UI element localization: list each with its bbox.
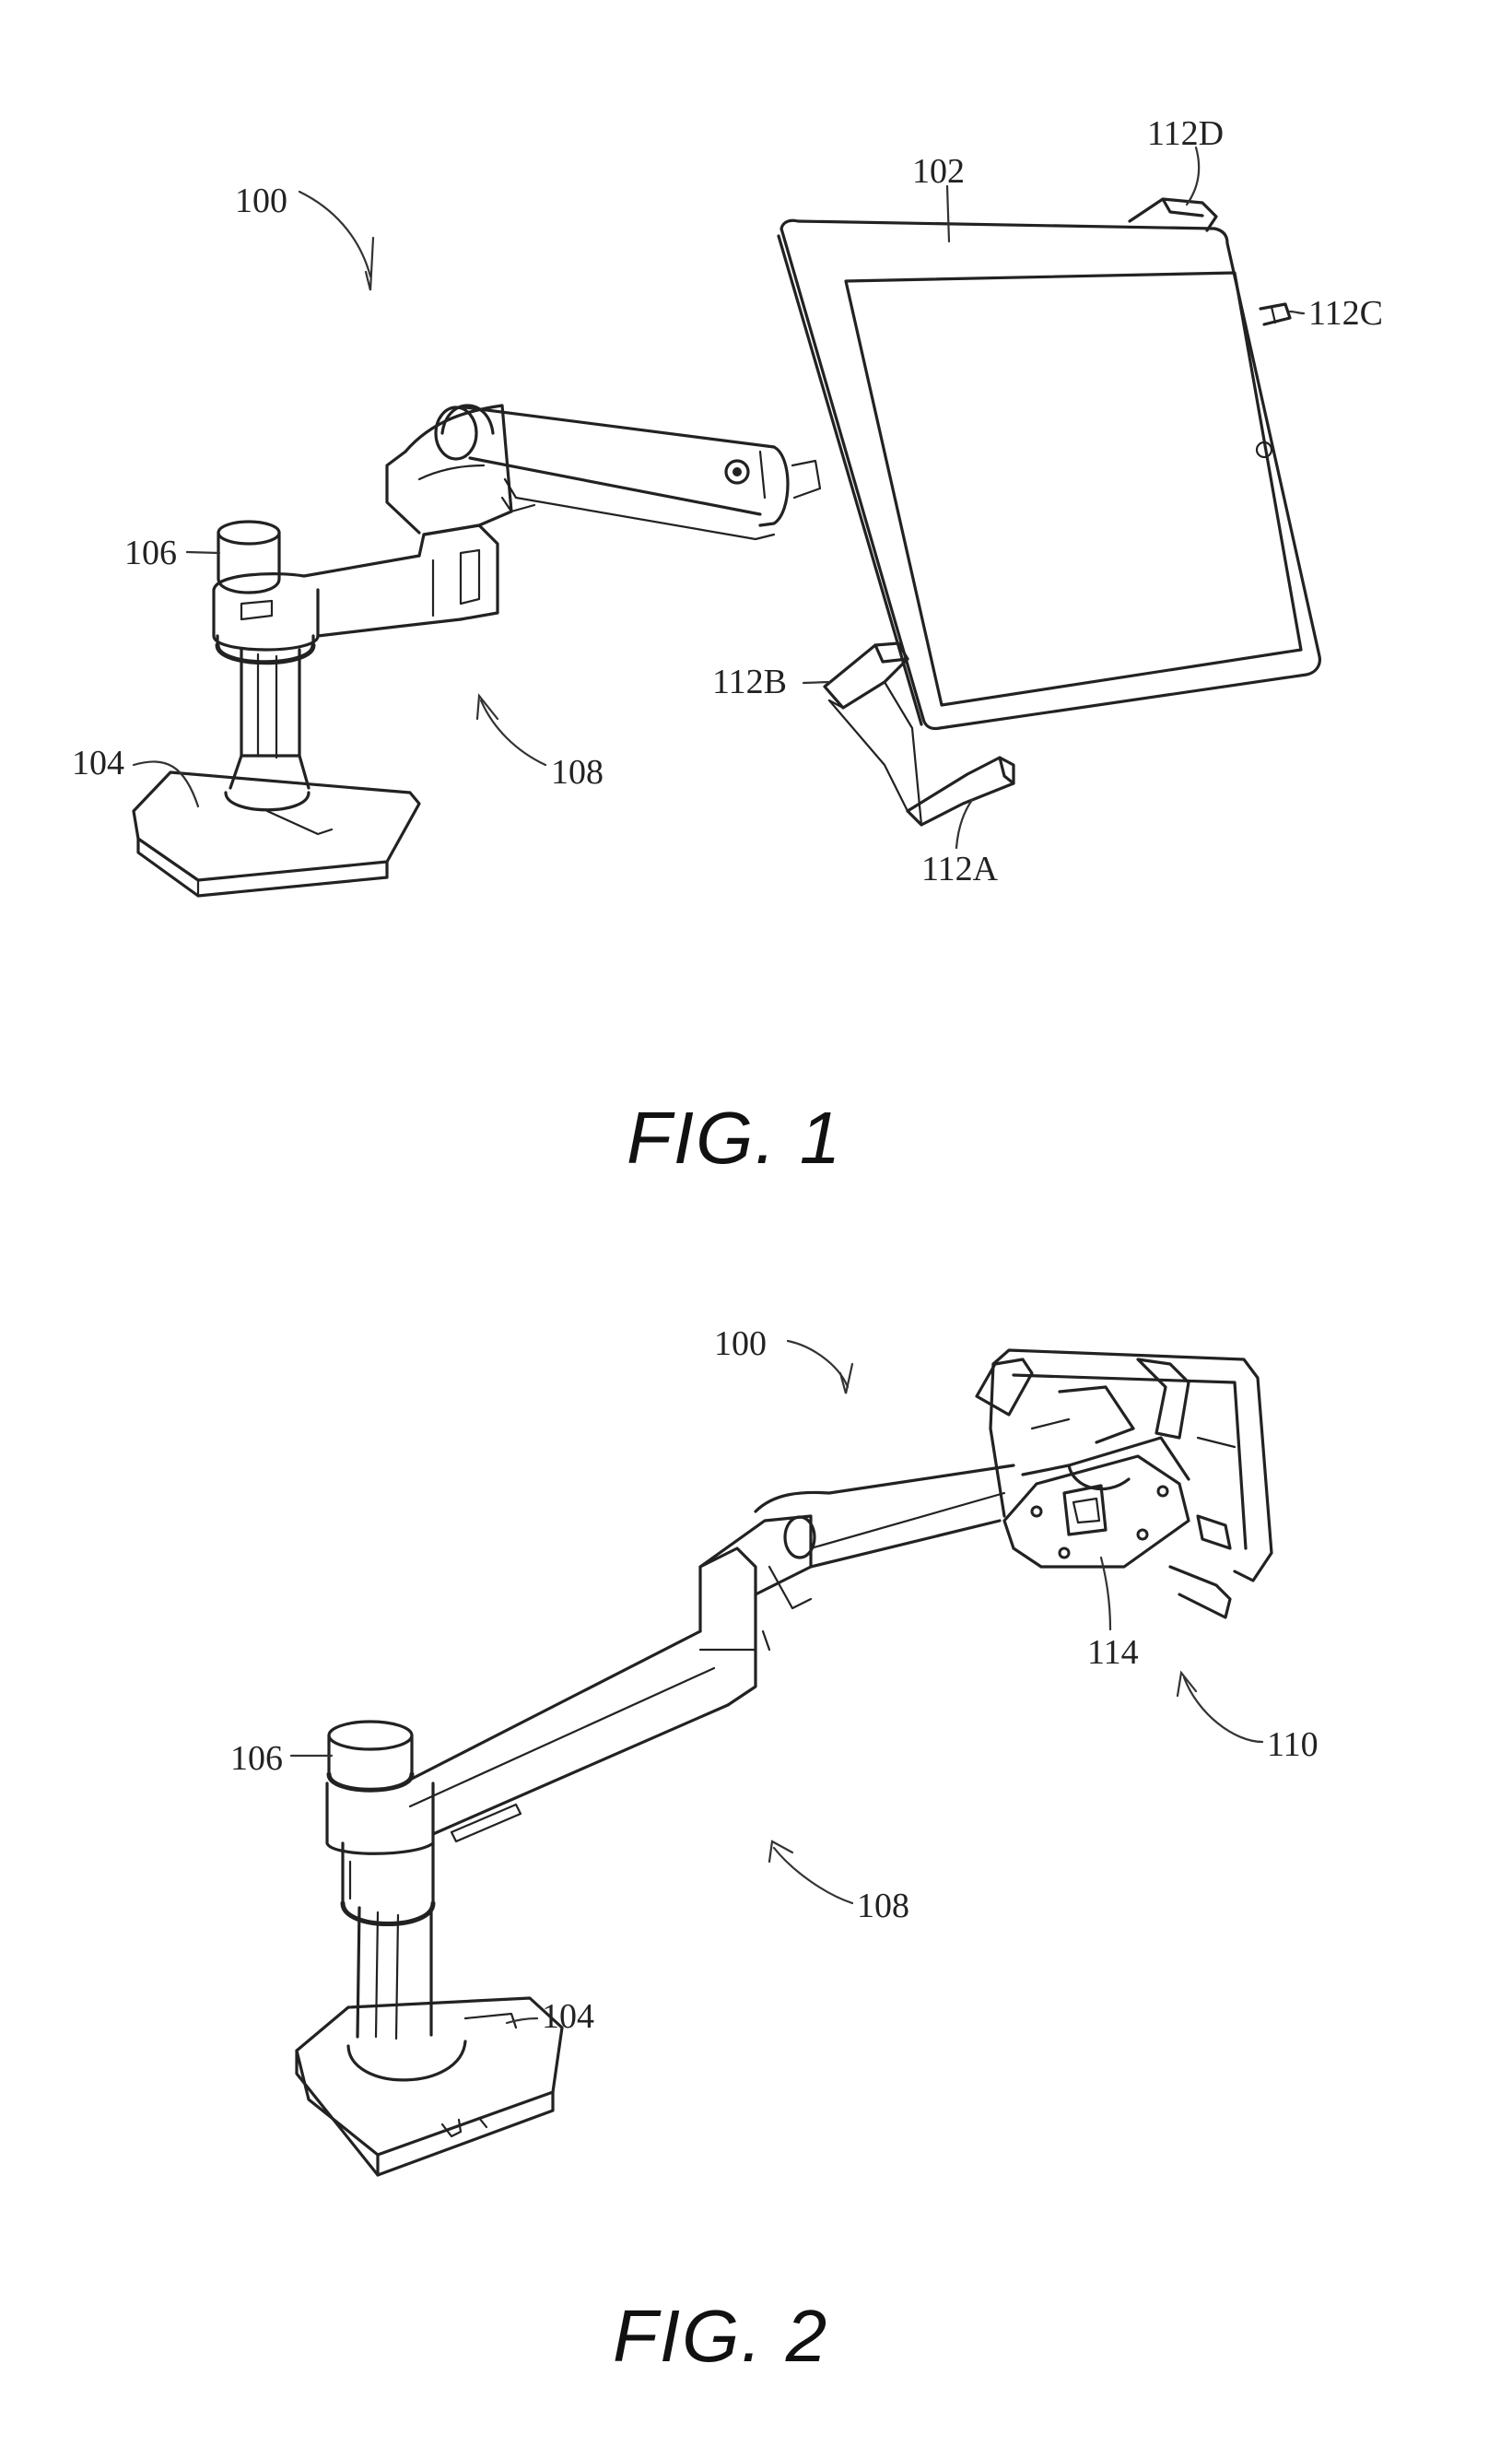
- fig1-label-106: 106: [124, 534, 177, 572]
- fig1-label-100: 100: [235, 182, 287, 220]
- fig1-clip-112C: [1260, 304, 1290, 324]
- fig2-post-cap: [327, 1722, 433, 1853]
- fig1-label-104: 104: [72, 744, 124, 782]
- fig2-mount-head: [1004, 1438, 1189, 1567]
- fig2-reference-labels: 100 114 110 106 108 104: [230, 1324, 1319, 2036]
- fig2-label-106: 106: [230, 1739, 283, 1778]
- fig2-post: [343, 1843, 433, 2039]
- fig1-post-cap: [218, 522, 279, 593]
- fig1-base-plate: [134, 772, 419, 896]
- fig1-label-112B: 112B: [712, 663, 787, 701]
- fig2-label-114: 114: [1087, 1633, 1139, 1672]
- fig2-label-110: 110: [1267, 1725, 1319, 1764]
- fig1-label-112D: 112D: [1147, 114, 1224, 153]
- figure-2: 100 114 110 106 108 104 FIG. 2: [230, 1324, 1319, 2377]
- figure-1: 100 102 112D 112C 106 104 108 112B 112A …: [72, 114, 1383, 1179]
- fig1-label-112A: 112A: [921, 850, 999, 888]
- fig1-label-108: 108: [551, 753, 604, 792]
- fig1-reference-labels: 100 102 112D 112C 106 104 108 112B 112A: [72, 114, 1383, 888]
- fig1-clip-112A: [829, 682, 1014, 825]
- fig1-leader-lines: [134, 147, 1304, 848]
- fig2-base: [297, 1998, 562, 2175]
- fig1-clip-112D: [1130, 199, 1216, 230]
- fig2-leader-lines: [291, 1341, 1262, 2023]
- fig2-upper-arm: [700, 1465, 1014, 1608]
- fig1-label-112C: 112C: [1308, 294, 1383, 333]
- fig1-caption: FIG. 1: [627, 1097, 842, 1179]
- fig2-label-104: 104: [542, 1997, 594, 2036]
- fig1-tablet: [779, 220, 1319, 728]
- fig1-label-102: 102: [912, 152, 965, 191]
- fig1-elbow: [387, 406, 534, 535]
- fig2-label-100: 100: [714, 1324, 767, 1363]
- fig2-label-108: 108: [857, 1887, 909, 1925]
- fig2-caption: FIG. 2: [613, 2295, 828, 2377]
- fig2-lower-arm: [410, 1548, 769, 1841]
- fig1-lower-arm: [214, 525, 498, 636]
